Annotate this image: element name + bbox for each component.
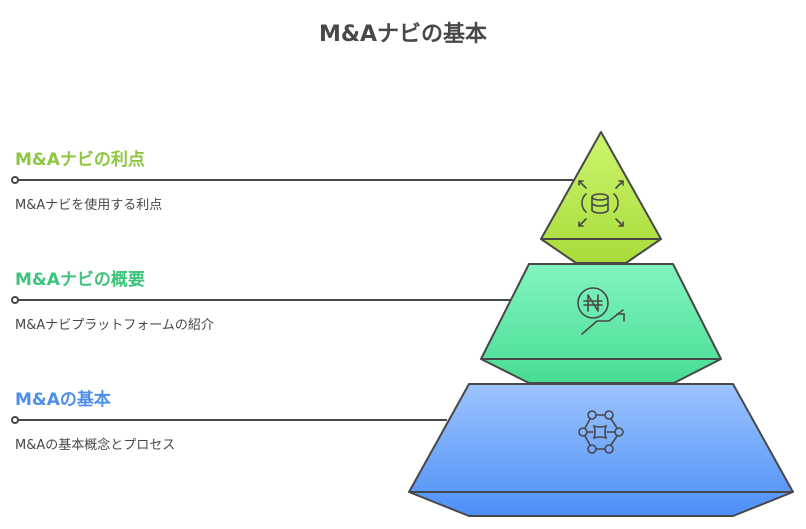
level-3-heading: M&Aの基本 xyxy=(15,390,111,410)
level-2-heading: M&Aナビの概要 xyxy=(15,270,145,290)
level-3-description: M&Aの基本概念とプロセス xyxy=(15,438,176,453)
level-1-heading: M&Aナビの利点 xyxy=(15,150,145,170)
pyramid-level-2 xyxy=(480,263,722,384)
naira-growth-icon xyxy=(577,287,625,335)
pyramid-level-3 xyxy=(408,383,794,517)
level-2-description: M&Aナビプラットフォームの紹介 xyxy=(15,318,214,333)
network-hub-icon xyxy=(578,410,624,454)
page-title: M&Aナビの基本 xyxy=(318,22,488,47)
level-1-description: M&Aナビを使用する利点 xyxy=(15,198,163,213)
pyramid-level-1 xyxy=(540,131,662,264)
database-expand-icon xyxy=(578,180,624,227)
